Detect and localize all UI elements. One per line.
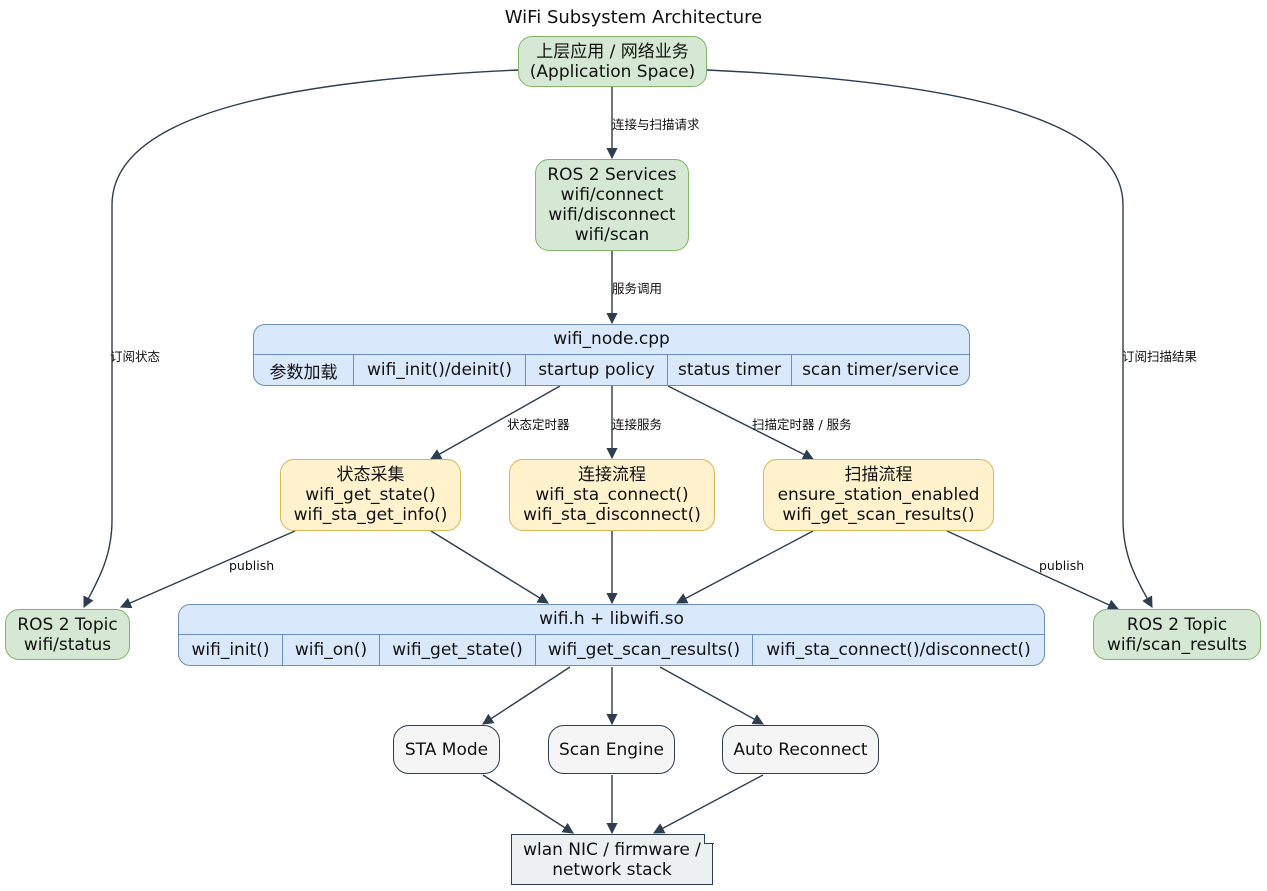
topic-scan-results-node: ROS 2 Topic wifi/scan_results xyxy=(1093,609,1261,660)
note-fold-corner xyxy=(703,833,714,844)
edge-status-to-lib xyxy=(430,530,549,604)
libwifi-record: wifi.h + libwifi.so wifi_init() wifi_on(… xyxy=(178,604,1045,666)
scan-flow-line-2: ensure_station_enabled xyxy=(777,485,980,505)
topic-scan-line-1: ROS 2 Topic xyxy=(1126,614,1228,635)
libwifi-field-scan-results: wifi_get_scan_results() xyxy=(535,635,752,665)
status-collect-node: 状态采集 wifi_get_state() wifi_sta_get_info(… xyxy=(280,459,461,531)
diagram-title: WiFi Subsystem Architecture xyxy=(504,7,763,28)
app-node: 上层应用 / 网络业务 (Application Space) xyxy=(518,36,707,87)
status-collect-line-1: 状态采集 xyxy=(336,465,405,485)
app-node-line-2: (Application Space) xyxy=(529,61,696,82)
edge-app-to-topic-status xyxy=(83,69,519,609)
wifi-node-field-scan-timer: scan timer/service xyxy=(791,355,969,385)
libwifi-field-on: wifi_on() xyxy=(282,635,379,665)
edge-lib-to-reconnect xyxy=(659,666,764,725)
edge-sta-to-nic xyxy=(482,774,574,834)
scan-engine-node: Scan Engine xyxy=(548,725,675,774)
connect-flow-line-2: wifi_sta_connect() xyxy=(535,485,689,505)
wifi-node-title: wifi_node.cpp xyxy=(254,325,969,355)
edge-label-publish-status: publish xyxy=(229,558,275,573)
ros2-services-node: ROS 2 Services wifi/connect wifi/disconn… xyxy=(535,159,689,251)
edge-label-service-call: 服务调用 xyxy=(612,281,663,296)
services-line-3: wifi/disconnect xyxy=(548,205,676,225)
connect-flow-line-3: wifi_sta_disconnect() xyxy=(523,505,701,525)
edge-lib-to-sta xyxy=(482,666,571,725)
edge-scan-to-topic xyxy=(946,530,1120,610)
scan-flow-line-3: wifi_get_scan_results() xyxy=(782,505,975,525)
connect-flow-line-1: 连接流程 xyxy=(578,465,646,485)
edge-label-status-timer: 状态定时器 xyxy=(507,417,570,432)
libwifi-title: wifi.h + libwifi.so xyxy=(179,605,1044,635)
edge-status-to-topic xyxy=(119,530,296,609)
libwifi-field-get-state: wifi_get_state() xyxy=(379,635,535,665)
edge-label-connect-scan-request: 连接与扫描请求 xyxy=(612,117,700,132)
edge-reconnect-to-nic xyxy=(653,774,764,834)
wifi-node-field-startup: startup policy xyxy=(525,355,667,385)
topic-status-line-1: ROS 2 Topic xyxy=(17,614,118,635)
status-collect-line-3: wifi_sta_get_info() xyxy=(293,505,448,525)
auto-reconnect-node: Auto Reconnect xyxy=(722,725,879,774)
wifi-node-record: wifi_node.cpp 参数加载 wifi_init()/deinit() … xyxy=(253,324,970,386)
services-line-1: ROS 2 Services xyxy=(547,165,677,185)
scan-flow-node: 扫描流程 ensure_station_enabled wifi_get_sca… xyxy=(763,459,994,531)
nic-line-2: network stack xyxy=(552,859,672,880)
topic-status-node: ROS 2 Topic wifi/status xyxy=(5,609,130,660)
edge-node-to-status xyxy=(430,385,561,460)
edge-app-to-topic-scan xyxy=(706,69,1153,608)
topic-status-line-2: wifi/status xyxy=(23,634,112,655)
edge-scan-to-lib xyxy=(676,530,814,604)
edge-label-publish-scan: publish xyxy=(1039,558,1085,573)
services-line-2: wifi/connect xyxy=(560,185,664,205)
connect-flow-node: 连接流程 wifi_sta_connect() wifi_sta_disconn… xyxy=(509,459,715,531)
wifi-node-field-params: 参数加载 xyxy=(269,362,338,383)
sta-mode-node: STA Mode xyxy=(393,725,500,774)
services-line-4: wifi/scan xyxy=(574,225,650,245)
edge-label-connect-service: 连接服务 xyxy=(612,417,663,432)
edge-label-scan-timer-service: 扫描定时器 / 服务 xyxy=(752,417,852,432)
libwifi-field-sta-connect: wifi_sta_connect()/disconnect() xyxy=(752,635,1044,665)
app-node-line-1: 上层应用 / 网络业务 xyxy=(536,41,689,62)
topic-scan-line-2: wifi/scan_results xyxy=(1107,634,1247,655)
edge-node-to-scan xyxy=(667,385,815,460)
nic-line-1: wlan NIC / firmware / xyxy=(523,839,701,860)
edge-label-subscribe-scan: 订阅扫描结果 xyxy=(1122,349,1198,364)
libwifi-field-init: wifi_init() xyxy=(191,640,270,660)
wifi-node-field-status-timer: status timer xyxy=(667,355,791,385)
status-collect-line-2: wifi_get_state() xyxy=(305,485,436,505)
edge-label-subscribe-status: 订阅状态 xyxy=(110,349,161,364)
scan-flow-line-1: 扫描流程 xyxy=(844,465,913,485)
wlan-nic-note: wlan NIC / firmware / network stack xyxy=(511,833,714,885)
wifi-node-field-init: wifi_init()/deinit() xyxy=(353,355,525,385)
